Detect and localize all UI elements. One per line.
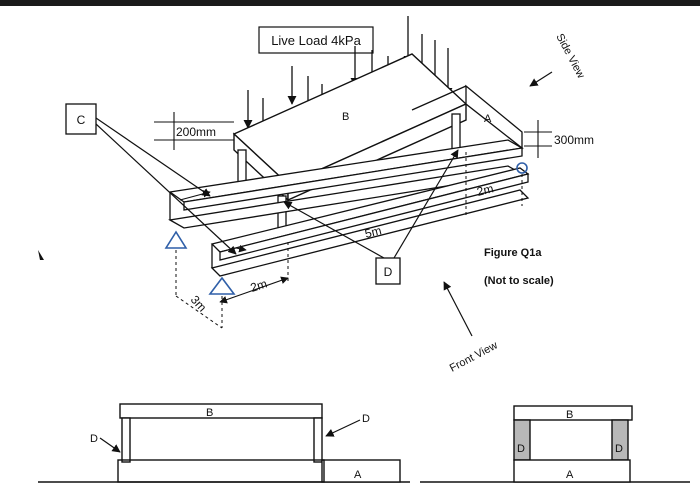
callout-d-label: D (384, 265, 393, 279)
slab-b-label: B (342, 111, 349, 123)
live-load-box: Live Load 4kPa (258, 26, 374, 54)
dim-200mm (154, 112, 234, 150)
side-view-drawing (420, 405, 690, 483)
dim-2m-left: 2m (249, 276, 269, 294)
dim-5m: 5m (363, 223, 383, 241)
callout-c-label: C (77, 113, 86, 127)
side-view-b-label: B (566, 409, 573, 421)
live-load-label: Live Load 4kPa (271, 33, 361, 48)
front-view-d-left-label: D (90, 433, 98, 445)
callout-d: D (283, 149, 459, 285)
dim-300mm (524, 120, 552, 158)
structural-diagram: Live Load 4kPa B (38, 16, 690, 483)
side-view-arrow (529, 71, 553, 87)
callout-c: C (65, 103, 237, 255)
front-view-a-label: A (354, 469, 362, 481)
figure-title: Figure Q1a (484, 247, 542, 259)
window-top-edge (0, 0, 700, 6)
dim-300mm-label: 300mm (554, 133, 594, 147)
dim-2m-right: 2m (475, 181, 495, 199)
roller-support-right (516, 162, 528, 174)
not-to-scale-note: (Not to scale) (484, 275, 554, 287)
side-view-a-label: A (566, 469, 574, 481)
side-view-label: Side View (553, 32, 586, 81)
front-view-d-right-label: D (362, 413, 370, 425)
dim-3m: 3m (188, 293, 210, 315)
front-view-b-label: B (206, 407, 213, 419)
front-view-drawing (38, 403, 410, 483)
dim-200mm-label: 200mm (176, 125, 216, 139)
side-view-d-left-label: D (517, 443, 525, 455)
front-view-d-right-arrow (325, 419, 361, 437)
pin-support-left-back (164, 230, 188, 249)
beams (168, 139, 530, 277)
figure-sheet: Live Load 4kPa B (0, 6, 700, 488)
block-a-label: A (484, 113, 492, 125)
dashed-projections (175, 152, 523, 329)
side-view-d-right-label: D (615, 443, 623, 455)
cursor-icon (38, 250, 44, 260)
front-view-d-left-arrow (99, 437, 121, 453)
front-view-label: Front View (448, 339, 500, 374)
pin-support-left-front (208, 276, 236, 295)
front-view-arrow (443, 281, 473, 337)
